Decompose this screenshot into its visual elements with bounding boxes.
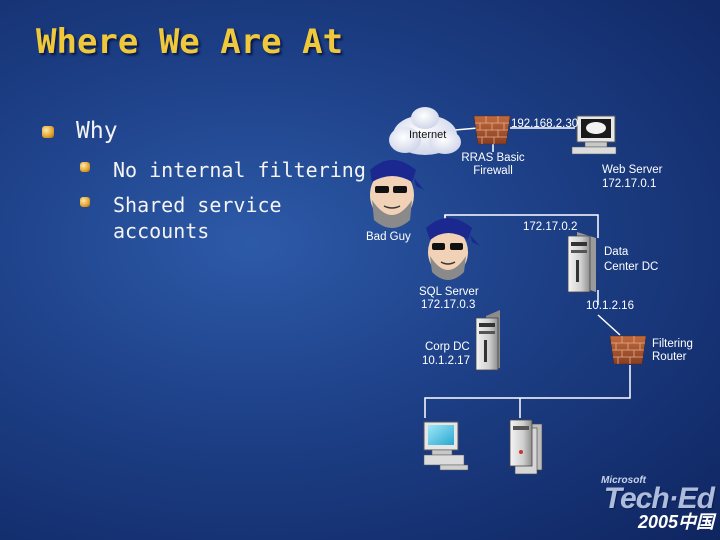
corp-dc-label-line1: Corp DC bbox=[425, 341, 470, 354]
rras-label-line2: Firewall bbox=[458, 165, 528, 178]
rras-ip-label: 192.168.2.30 bbox=[511, 118, 578, 131]
web-server-icon bbox=[572, 116, 616, 154]
rras-label-line1: RRAS Basic bbox=[458, 152, 528, 165]
teched-logo: Microsoft Tech·Ed 2005中国 bbox=[601, 475, 714, 534]
data-center-dc-icon bbox=[568, 232, 596, 292]
dc-ip-label: 10.1.2.16 bbox=[586, 300, 634, 313]
data-center-label-line2: Center DC bbox=[604, 261, 658, 274]
dmz-ip-label: 172.17.0.2 bbox=[523, 221, 577, 234]
filtering-router-label-line2: Router bbox=[652, 351, 687, 364]
filtering-router-icon bbox=[610, 336, 646, 364]
bad-guy-icon bbox=[370, 160, 424, 228]
rras-firewall-icon bbox=[474, 116, 510, 144]
internet-label: Internet bbox=[409, 129, 446, 142]
bad-guy-label: Bad Guy bbox=[366, 231, 411, 244]
web-server-label-line2: 172.17.0.1 bbox=[602, 178, 656, 191]
corp-dc-label-line2: 10.1.2.17 bbox=[422, 355, 470, 368]
client-server-icon bbox=[510, 420, 542, 474]
filtering-router-label-line1: Filtering bbox=[652, 338, 693, 351]
sql-server-label-line2: 172.17.0.3 bbox=[421, 299, 475, 312]
corp-dc-icon bbox=[476, 310, 500, 370]
sql-server-label-line1: SQL Server bbox=[419, 286, 479, 299]
data-center-label-line1: Data bbox=[604, 246, 628, 259]
sql-server-bad-guy-icon bbox=[426, 218, 480, 280]
client-workstation-icon bbox=[424, 422, 468, 470]
web-server-label-line1: Web Server bbox=[602, 164, 663, 177]
